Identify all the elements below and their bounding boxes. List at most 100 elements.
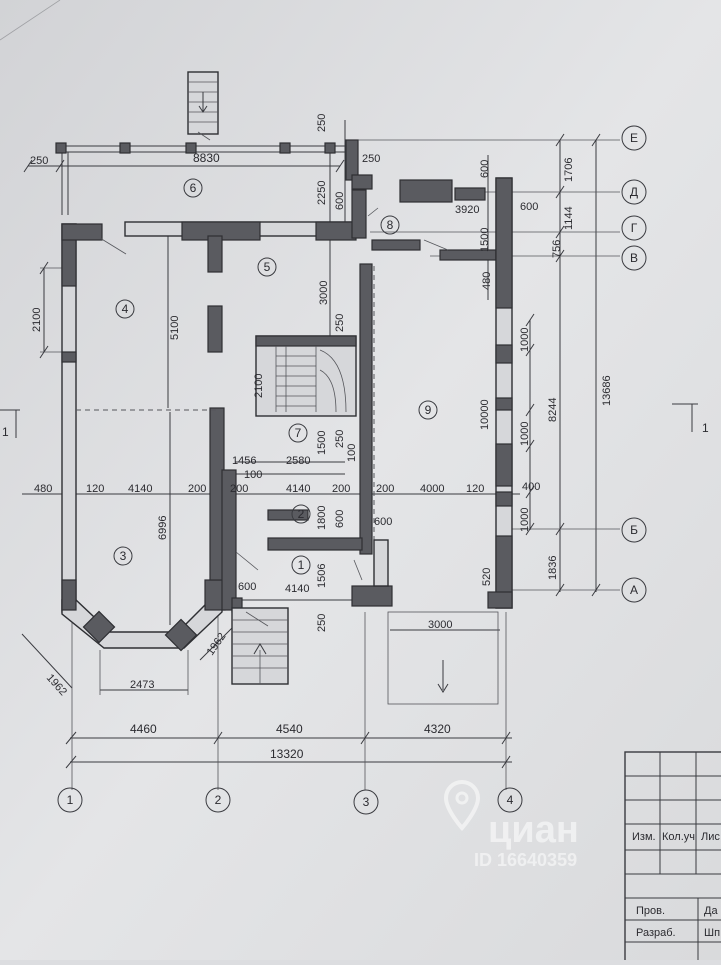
dim-label: 480 bbox=[481, 272, 493, 290]
room-number: 9 bbox=[425, 403, 432, 417]
dim-label: 600 bbox=[520, 201, 538, 213]
dim-label: 4540 bbox=[276, 722, 303, 736]
axis-marker-d: Д bbox=[621, 179, 647, 205]
dim-label: 480 bbox=[34, 483, 52, 495]
dim-label: 200 bbox=[332, 483, 350, 495]
dim-label: 120 bbox=[86, 483, 104, 495]
grid-axes-right: Е Д Г В Б А bbox=[621, 125, 647, 603]
dimension-lines bbox=[21, 71, 620, 790]
room-number: 1 bbox=[298, 558, 305, 572]
dim-label: 3000 bbox=[318, 281, 330, 305]
room-marker-4: 4 bbox=[115, 299, 135, 319]
dim-label: 600 bbox=[334, 192, 346, 210]
dim-label: 1000 bbox=[519, 422, 531, 446]
room-markers: 1 2 3 4 5 6 7 8 9 bbox=[113, 178, 438, 575]
room-marker-3: 3 bbox=[113, 546, 133, 566]
title-prov-date: Да bbox=[704, 905, 718, 917]
dim-label: 2100 bbox=[31, 308, 43, 332]
dim-label: 2473 bbox=[130, 679, 154, 691]
dim-label: 1500 bbox=[479, 228, 491, 252]
title-razrab: Разраб. bbox=[636, 927, 676, 939]
dim-label: 1800 bbox=[316, 506, 328, 530]
room-marker-2: 2 bbox=[291, 504, 311, 524]
title-prov: Пров. bbox=[636, 905, 665, 917]
section-mark-right: 1 bbox=[672, 403, 709, 435]
dim-label: 5100 bbox=[169, 316, 181, 340]
room-number: 8 bbox=[387, 218, 394, 232]
dim-label: 250 bbox=[30, 155, 48, 167]
dim-label: 2250 bbox=[316, 181, 328, 205]
room-number: 3 bbox=[120, 549, 127, 563]
axis-marker-3: 3 bbox=[353, 789, 379, 815]
map-pin-icon bbox=[443, 779, 481, 832]
dim-label: 13320 bbox=[270, 747, 304, 761]
dim-label: 10000 bbox=[479, 399, 491, 430]
dim-label: 1000 bbox=[519, 328, 531, 352]
dim-label: 600 bbox=[334, 510, 346, 528]
dim-label: 520 bbox=[481, 568, 493, 586]
dim-label: 4140 bbox=[285, 583, 309, 595]
svg-text:Е: Е bbox=[630, 131, 638, 145]
dim-label: 1506 bbox=[316, 564, 328, 588]
dim-label: 400 bbox=[522, 481, 540, 493]
dim-label: 2580 bbox=[286, 455, 310, 467]
dim-label: 200 bbox=[376, 483, 394, 495]
dim-label: 120 bbox=[466, 483, 484, 495]
dim-label: 3000 bbox=[428, 619, 452, 631]
axis-marker-b: Б bbox=[621, 517, 647, 543]
room-marker-1: 1 bbox=[291, 555, 311, 575]
dim-label: 100 bbox=[346, 444, 358, 462]
cian-watermark: циан ID 16640359 bbox=[443, 779, 579, 870]
title-block: Изм. Кол.уч Лис Пров. Да Разраб. Шп bbox=[624, 751, 721, 965]
dim-label: 600 bbox=[238, 581, 256, 593]
title-izm: Изм. bbox=[632, 831, 656, 843]
room-number: 4 bbox=[122, 302, 129, 316]
dim-label: 2100 bbox=[253, 374, 265, 398]
room-number: 6 bbox=[190, 181, 197, 195]
dim-label: 100 bbox=[244, 469, 262, 481]
room-marker-7: 7 bbox=[288, 423, 308, 443]
svg-text:1: 1 bbox=[702, 421, 709, 435]
dim-label: 8830 bbox=[193, 151, 220, 165]
axis-marker-v: В bbox=[621, 245, 647, 271]
dim-label: 4320 bbox=[424, 722, 451, 736]
dim-label: 13686 bbox=[601, 375, 613, 406]
room-number: 7 bbox=[295, 426, 302, 440]
dim-label: 3920 bbox=[455, 204, 479, 216]
room-number: 2 bbox=[298, 507, 305, 521]
dim-label: 756 bbox=[551, 240, 563, 258]
dim-label: 250 bbox=[334, 314, 346, 332]
room-number: 5 bbox=[264, 260, 271, 274]
dim-label: 250 bbox=[334, 430, 346, 448]
dim-label: 600 bbox=[374, 516, 392, 528]
dim-label: 200 bbox=[188, 483, 206, 495]
room-marker-6: 6 bbox=[183, 178, 203, 198]
grid-axes-bottom: 1 2 3 4 bbox=[57, 787, 523, 815]
axis-marker-e: Е bbox=[621, 125, 647, 151]
svg-text:Д: Д bbox=[630, 185, 638, 199]
svg-text:2: 2 bbox=[215, 793, 222, 807]
axis-marker-a: А bbox=[621, 577, 647, 603]
dim-label: 250 bbox=[362, 153, 380, 165]
section-mark-left: 1 bbox=[0, 409, 20, 439]
dim-label: 6996 bbox=[157, 516, 169, 540]
room-marker-9: 9 bbox=[418, 400, 438, 420]
svg-text:В: В bbox=[630, 251, 638, 265]
title-koluch: Кол.уч bbox=[662, 831, 695, 843]
dim-label: 4460 bbox=[130, 722, 157, 736]
dim-label: 1836 bbox=[547, 556, 559, 580]
dim-label: 8244 bbox=[547, 398, 559, 422]
svg-text:3: 3 bbox=[363, 795, 370, 809]
title-razrab-name: Шп bbox=[704, 927, 720, 939]
dim-label: 4140 bbox=[128, 483, 152, 495]
dim-label: 1456 bbox=[232, 455, 256, 467]
axis-marker-g: Г bbox=[621, 215, 647, 241]
dim-label: 250 bbox=[316, 114, 328, 132]
dim-label: 1706 bbox=[563, 158, 575, 182]
dim-label: 250 bbox=[316, 614, 328, 632]
dim-label: 600 bbox=[479, 160, 491, 178]
title-list: Лис bbox=[701, 831, 720, 843]
svg-text:1: 1 bbox=[2, 425, 9, 439]
